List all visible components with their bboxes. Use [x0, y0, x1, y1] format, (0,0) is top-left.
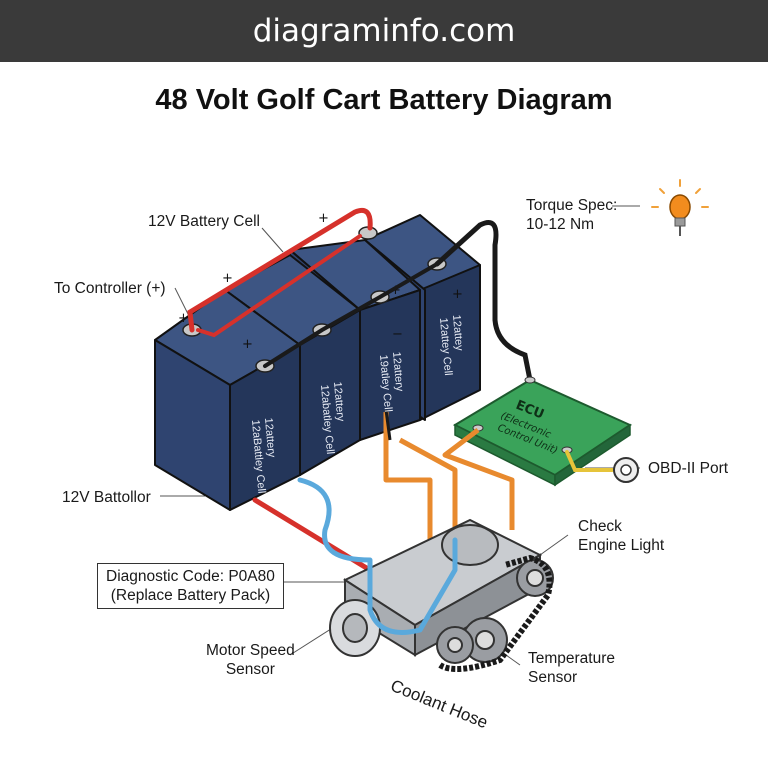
hose-clip [384, 409, 392, 441]
label-motor-speed: Motor Speed Sensor [206, 641, 295, 679]
red-wire-top [187, 207, 373, 333]
coolant-hose [297, 477, 458, 635]
site-banner [0, 0, 768, 62]
bulb-icon [651, 179, 709, 236]
label-check-line1: Check [578, 518, 622, 535]
leader-controller [174, 287, 191, 319]
label-temperature: Temperature Sensor [528, 649, 615, 687]
site-name: diagraminfo.com [252, 13, 516, 49]
label-check-line2: Engine Light [578, 537, 665, 554]
yellow-wire [565, 450, 614, 472]
battery-3-label-1: 12attery [390, 351, 405, 392]
label-torque-line2: 10-12 Nm [526, 216, 595, 233]
diagnostic-code: Diagnostic Code: P0A80 [106, 568, 275, 585]
label-battollor: 12V Battollor [62, 489, 151, 506]
svg-text:+: + [390, 283, 401, 298]
polarity-marks: + + + + + + − [178, 211, 463, 352]
red-wire-lower [252, 497, 381, 578]
svg-text:+: + [178, 311, 189, 326]
leader-check-engine [539, 534, 569, 556]
svg-text:+: + [222, 271, 233, 286]
leader-battery-cell [261, 227, 284, 253]
diagnostic-action: (Replace Battery Pack) [110, 587, 271, 604]
orange-wire-1 [383, 412, 433, 540]
orange-wire-3 [442, 428, 515, 530]
page-title: 48 Volt Golf Cart Battery Diagram [155, 84, 613, 116]
orange-wire-2 [398, 437, 458, 535]
label-motor-line1: Motor Speed [206, 642, 295, 659]
black-wire-ecu [434, 220, 533, 383]
drive-belt [438, 554, 553, 672]
battery-1-label-1: 12attery [262, 417, 277, 458]
red-wire-inner [196, 234, 362, 338]
diagnostic-code-box: Diagnostic Code: P0A80 (Replace Battery … [97, 563, 284, 609]
label-obd: OBD-II Port [648, 460, 729, 477]
label-check-engine: Check Engine Light [578, 517, 664, 555]
black-wire-series [263, 262, 439, 368]
battery-4-label-2: 12attey Cell [437, 317, 454, 376]
battery-4-label-1: 12attey [450, 314, 465, 351]
motor [329, 518, 554, 664]
label-torque: Torque Spec: 10-12 Nm [526, 196, 617, 234]
svg-text:+: + [242, 337, 253, 352]
battery-2-label-1: 12attery [331, 381, 346, 422]
svg-text:+: + [452, 287, 463, 302]
label-temp-line2: Sensor [528, 669, 578, 686]
ecu-module: ECU (Electronic Control Unit) [452, 376, 633, 487]
label-motor-line2: Sensor [225, 661, 275, 678]
label-torque-line1: Torque Spec: [526, 197, 618, 214]
svg-text:+: + [318, 211, 329, 226]
svg-text:−: − [392, 327, 403, 342]
label-controller: To Controller (+) [54, 280, 166, 297]
label-battery-cell: 12V Battery Cell [148, 213, 260, 230]
battery-3-label-2: 19atley Cell [377, 354, 394, 412]
label-temp-line1: Temperature [528, 650, 616, 667]
